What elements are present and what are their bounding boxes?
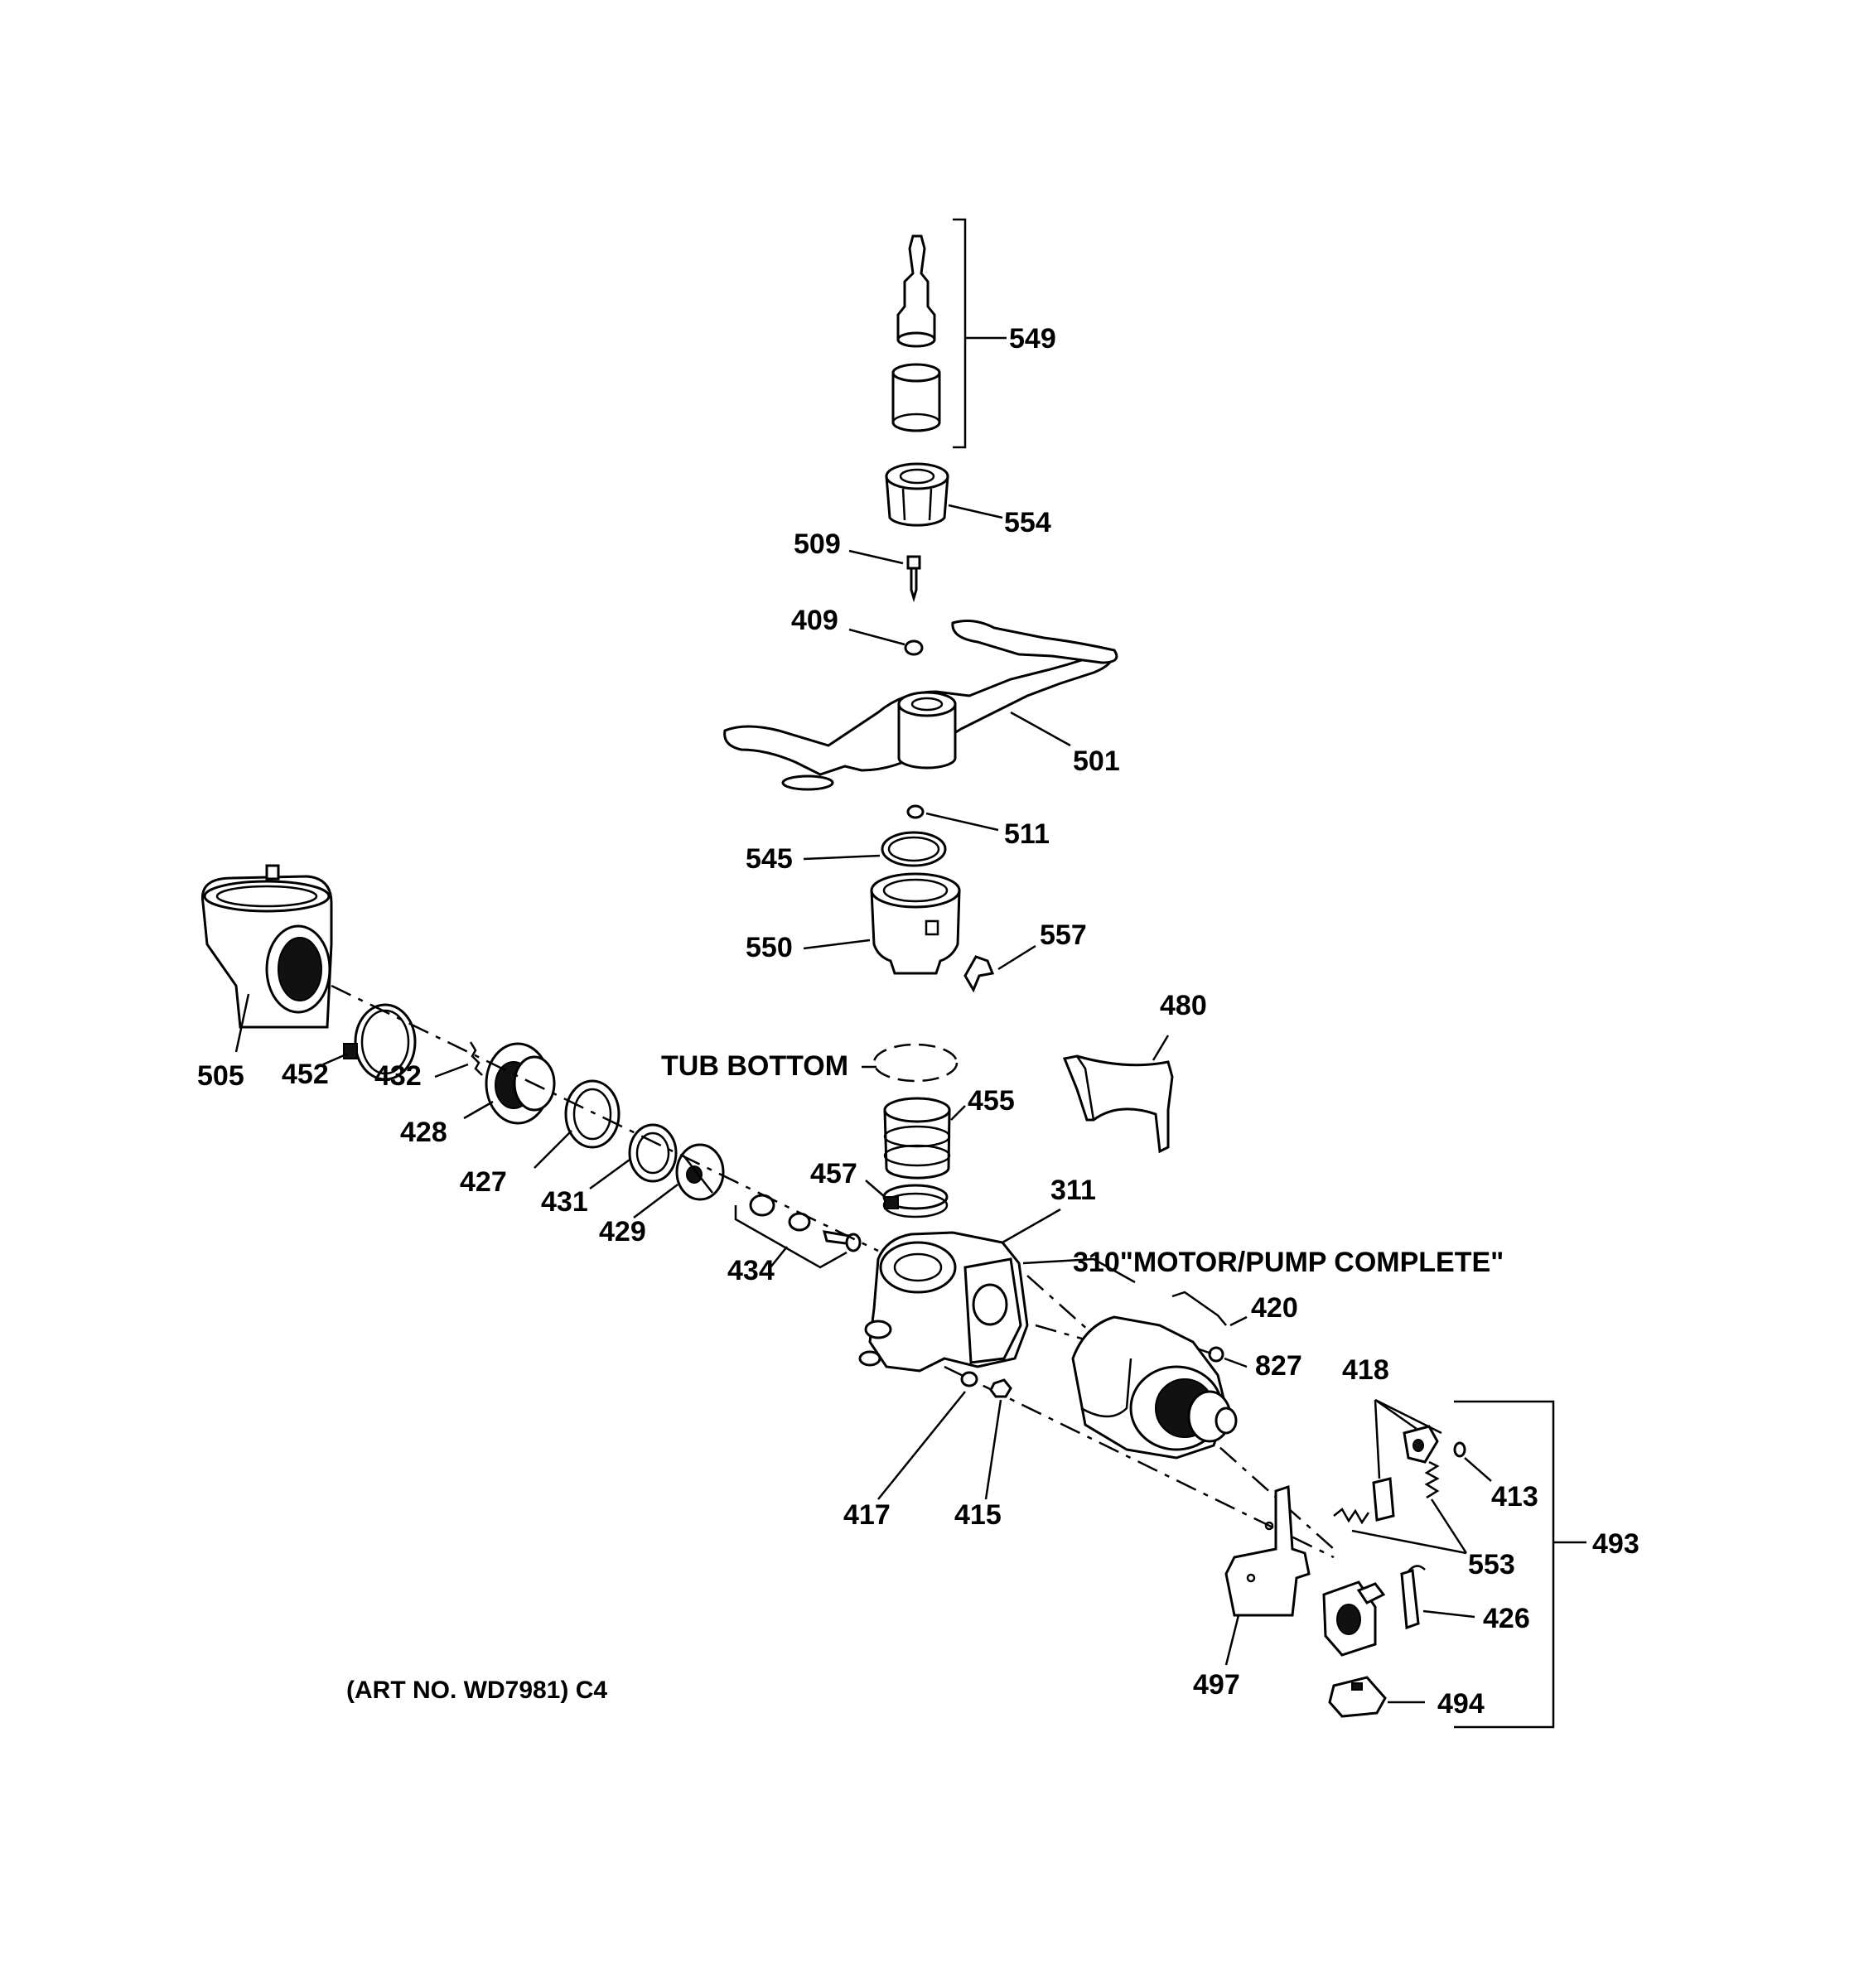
part-labels: 549 554 509 409 501 511 545 550 557 480 … <box>197 323 1639 1720</box>
label-827: 827 <box>1255 1350 1302 1382</box>
label-432: 432 <box>374 1060 422 1092</box>
label-452: 452 <box>282 1059 329 1090</box>
label-550: 550 <box>746 932 793 963</box>
part-417-washer <box>877 1371 978 1500</box>
label-549: 549 <box>1009 323 1056 355</box>
label-431: 431 <box>541 1186 588 1218</box>
label-501: 501 <box>1073 746 1120 777</box>
label-428: 428 <box>400 1117 447 1148</box>
part-457-clamp <box>865 1180 949 1218</box>
part-415-nut <box>984 1378 1012 1500</box>
part-311-pump-body <box>858 1208 1136 1373</box>
part-418-lever <box>1372 1398 1442 1522</box>
part-511-nut <box>906 804 999 832</box>
art-number: (ART NO. WD7981) C4 <box>346 1677 607 1704</box>
label-418: 418 <box>1342 1354 1389 1386</box>
label-494: 494 <box>1437 1688 1485 1720</box>
label-415: 415 <box>954 1499 1002 1531</box>
label-429: 429 <box>599 1216 646 1247</box>
part-409-nut <box>848 628 924 656</box>
label-480: 480 <box>1160 990 1207 1021</box>
part-509-screw <box>848 549 921 603</box>
label-409: 409 <box>791 605 838 636</box>
part-550-pump-housing <box>803 872 961 975</box>
label-413: 413 <box>1491 1481 1538 1513</box>
label-554: 554 <box>1004 507 1051 538</box>
part-455-boot <box>883 1097 966 1180</box>
part-545-ring <box>803 831 947 867</box>
label-434: 434 <box>727 1255 775 1286</box>
part-432-spring <box>434 1041 483 1078</box>
part-494-block <box>1328 1676 1425 1718</box>
part-501-spray-arm <box>723 620 1118 791</box>
label-493: 493 <box>1592 1528 1639 1560</box>
assembly-493-bracket <box>1454 1400 1586 1729</box>
label-420: 420 <box>1251 1292 1298 1324</box>
part-452-clamp <box>322 1003 417 1081</box>
part-480-shield <box>1062 1035 1174 1154</box>
part-497-bracket <box>1224 1484 1311 1666</box>
part-420-clip <box>1171 1291 1248 1327</box>
part-310-motor <box>1071 1315 1238 1460</box>
part-426-pin <box>1400 1565 1475 1630</box>
label-545: 545 <box>746 843 793 875</box>
label-311: 311 <box>1050 1175 1096 1206</box>
label-457: 457 <box>810 1158 857 1189</box>
label-427: 427 <box>460 1166 507 1198</box>
tub-bottom-opening <box>862 1043 959 1083</box>
label-417: 417 <box>843 1499 891 1531</box>
label-455: 455 <box>968 1085 1015 1117</box>
part-427-seal-ring <box>534 1079 621 1169</box>
part-431-retainer <box>589 1123 678 1190</box>
label-511: 511 <box>1004 818 1050 850</box>
label-509: 509 <box>794 528 841 560</box>
part-413-clip <box>1453 1441 1492 1482</box>
tub-bottom-label: TUB BOTTOM <box>661 1050 848 1082</box>
part-557-clip <box>963 944 1036 993</box>
label-557: 557 <box>1040 919 1087 951</box>
label-497: 497 <box>1193 1669 1240 1701</box>
part-553-springs <box>1333 1460 1468 1555</box>
label-505: 505 <box>197 1060 244 1092</box>
part-554-housing <box>885 462 1003 527</box>
label-426: 426 <box>1483 1603 1530 1634</box>
assembly-label: 310"MOTOR/PUMP COMPLETE" <box>1073 1247 1504 1278</box>
part-827-screw <box>1196 1346 1248 1368</box>
part-505-sump <box>200 864 333 1053</box>
label-553: 553 <box>1468 1549 1515 1580</box>
part-549-spray-tower <box>891 218 1007 449</box>
part-solenoid <box>1322 1580 1386 1657</box>
